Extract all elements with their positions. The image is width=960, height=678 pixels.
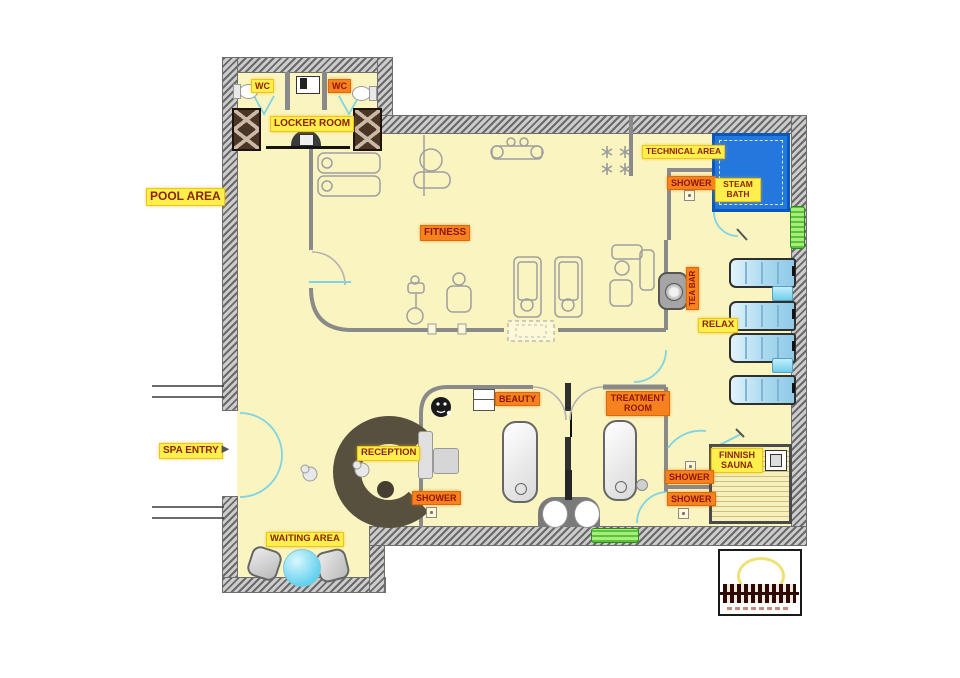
wc-partition-right — [322, 72, 327, 110]
lockers-left — [232, 108, 261, 151]
wall-locker-right — [377, 57, 393, 121]
green-door-right-wall — [790, 206, 805, 249]
tea-bar-kettle — [665, 283, 683, 301]
label-treatment-room: TREATMENT ROOM — [607, 392, 669, 415]
relax-side-table-2 — [772, 358, 793, 373]
sauna-heater — [765, 450, 787, 471]
reception-chair — [377, 481, 394, 498]
label-finnish-sauna: FINNISH SAUNA — [712, 449, 762, 472]
label-shower-center: SHOWER — [413, 492, 460, 505]
relax-lounger-2 — [729, 301, 796, 331]
label-wc-left: WC — [252, 80, 273, 93]
label-fitness: FITNESS — [421, 226, 470, 240]
sink-treatment — [574, 500, 600, 528]
label-wc-right: WC — [329, 80, 350, 93]
hvac-snowflake-icons — [601, 146, 631, 175]
reception-person-icons — [300, 460, 370, 482]
label-shower-right-bottom: SHOWER — [668, 493, 715, 506]
treatment-stool — [636, 479, 648, 491]
beauty-sofa — [418, 431, 433, 479]
logo-bar-line — [720, 592, 799, 595]
label-technical-area: TECHNICAL AREA — [643, 146, 725, 158]
label-shower-right-top: SHOWER — [666, 471, 713, 484]
wall-bottom-main — [369, 526, 807, 546]
massage-table-beauty — [502, 421, 538, 503]
sauna-heater-stones — [770, 454, 782, 467]
label-shower-top: SHOWER — [668, 177, 715, 190]
turnstile-panel — [299, 134, 314, 146]
entry-arrow-icon: ► — [219, 441, 232, 456]
logo-stamp — [718, 549, 802, 616]
beauty-side-table — [433, 448, 459, 474]
sink-wall-post — [565, 470, 572, 500]
wall-top-locker — [222, 57, 393, 73]
shoe-cabinet-item — [300, 78, 307, 89]
label-waiting-area: WAITING AREA — [267, 533, 343, 546]
green-step-bottom — [591, 528, 639, 543]
label-locker-room: LOCKER ROOM — [271, 117, 354, 131]
waiting-table — [283, 549, 321, 587]
label-steam-bath: STEAM BATH — [716, 179, 760, 201]
relax-lounger-1 — [729, 258, 796, 288]
shower-head-icon-right-2 — [678, 508, 689, 519]
label-beauty: BEAUTY — [496, 393, 540, 406]
face-hole — [515, 483, 527, 495]
wc-partition-left — [285, 72, 290, 110]
fitness-wall-opening — [427, 320, 555, 342]
relax-lounger-4 — [729, 375, 796, 405]
label-reception: RECEPTION — [358, 447, 420, 460]
sink-beauty — [542, 500, 568, 528]
relax-side-table-1 — [772, 286, 793, 301]
beauty-cabinet-bottom — [473, 399, 495, 411]
pool-wall-lines — [152, 385, 224, 519]
lockers-right — [353, 108, 382, 151]
shower-head-icon-top — [684, 190, 695, 201]
wall-left-lower — [222, 496, 238, 593]
face-hole — [615, 481, 627, 493]
label-relax: RELAX — [699, 319, 738, 332]
massage-table-treatment — [603, 420, 637, 501]
locker-bench — [266, 146, 350, 149]
toilet-right-cistern — [369, 86, 377, 101]
wall-top-main — [377, 115, 807, 134]
label-tea-bar: TEA BAR — [687, 267, 699, 309]
logo-fine-print — [727, 607, 791, 610]
toilet-left-cistern — [233, 84, 241, 99]
door-handle-ticks — [735, 228, 748, 438]
tea-bar-counter — [658, 272, 688, 310]
label-spa-entry: SPA ENTRY — [160, 444, 222, 458]
gym-equipment — [317, 135, 655, 325]
gray-door-arcs — [311, 251, 604, 421]
shower-head-icon-center — [426, 507, 437, 518]
beauty-face-icon — [431, 397, 452, 417]
label-pool-area: POOL AREA — [147, 189, 224, 205]
steam-bath-inner-edge — [719, 140, 783, 205]
